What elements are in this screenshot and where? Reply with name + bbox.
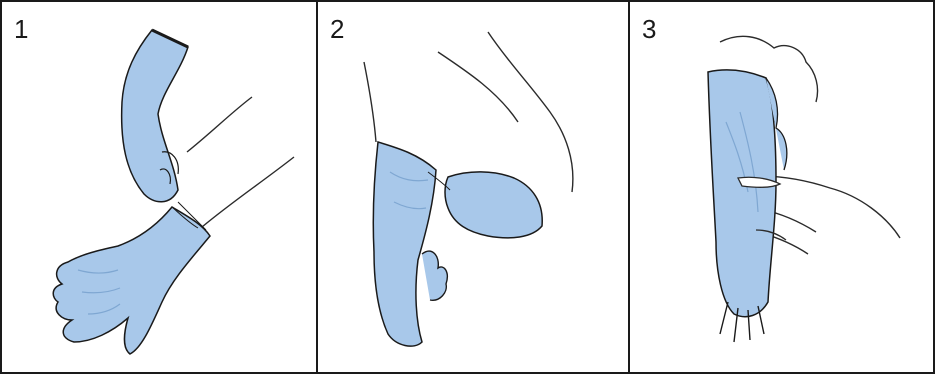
step-panel-2: 2 bbox=[316, 0, 630, 374]
glove-removal-step-1-icon bbox=[2, 2, 318, 374]
glove-removal-step-2-icon bbox=[318, 2, 630, 374]
glove-removal-step-3-icon bbox=[630, 2, 935, 374]
step-panel-3: 3 bbox=[628, 0, 935, 374]
step-panel-1: 1 bbox=[0, 0, 318, 374]
